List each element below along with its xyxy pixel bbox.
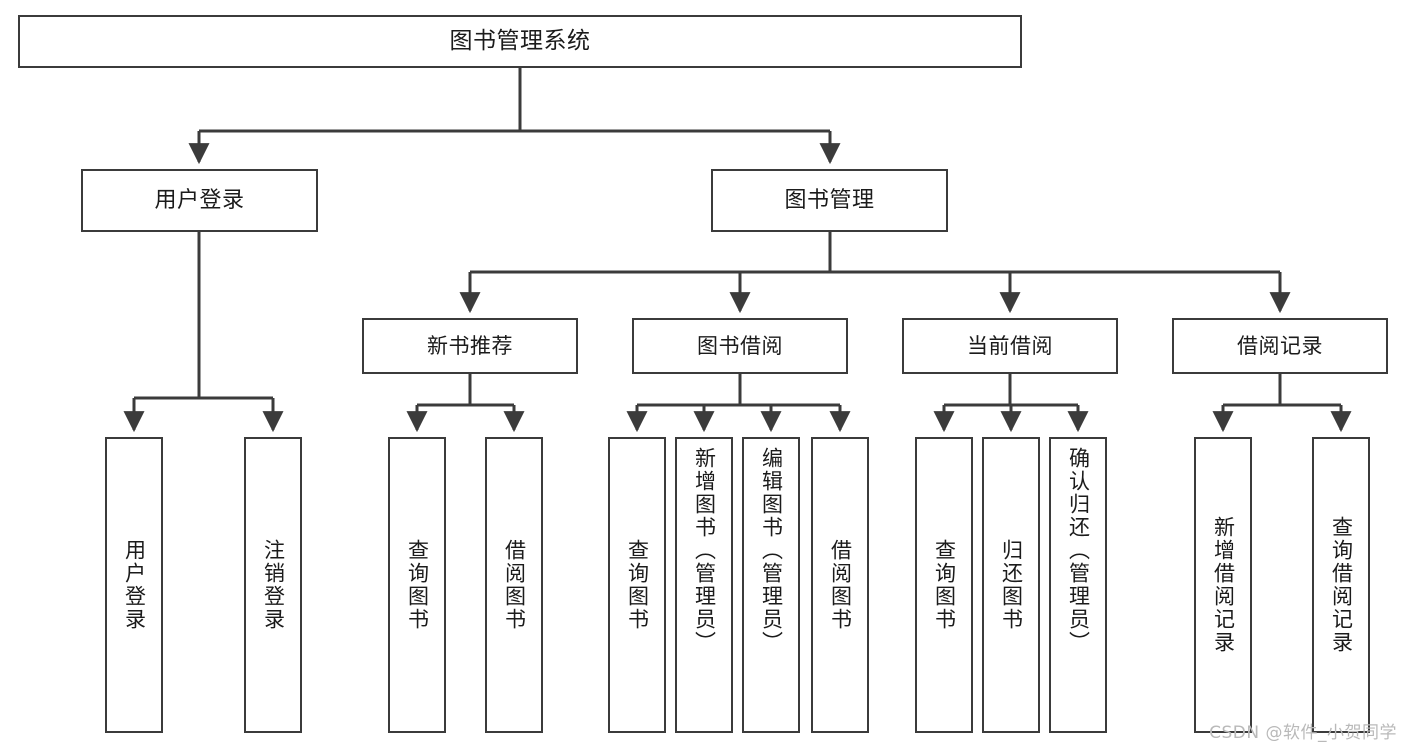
leaf-node-edit-book-admin[interactable]: 编辑图书（管理员） bbox=[742, 437, 800, 733]
leaf-node-add-book-admin[interactable]: 新增图书（管理员） bbox=[675, 437, 733, 733]
node-book-management[interactable]: 图书管理 bbox=[711, 169, 948, 232]
node-label: 查询借阅记录 bbox=[1329, 516, 1354, 654]
node-book-borrowing[interactable]: 图书借阅 bbox=[632, 318, 848, 374]
node-label: 借阅图书 bbox=[828, 539, 853, 631]
node-label: 借阅记录 bbox=[1237, 333, 1323, 358]
leaf-node-query-borrow-record[interactable]: 查询借阅记录 bbox=[1312, 437, 1370, 733]
node-label: 归还图书 bbox=[999, 539, 1024, 631]
node-label: 图书借阅 bbox=[697, 333, 783, 358]
node-new-book-recommendation[interactable]: 新书推荐 bbox=[362, 318, 578, 374]
node-user-login[interactable]: 用户登录 bbox=[81, 169, 318, 232]
node-label: 编辑图书（管理员） bbox=[759, 447, 784, 654]
node-label: 注销登录 bbox=[261, 539, 286, 631]
leaf-node-query-books-borrow[interactable]: 查询图书 bbox=[608, 437, 666, 733]
leaf-node-confirm-return-admin[interactable]: 确认归还（管理员） bbox=[1049, 437, 1107, 733]
leaf-node-borrow-books[interactable]: 借阅图书 bbox=[811, 437, 869, 733]
leaf-node-borrow-books-rec[interactable]: 借阅图书 bbox=[485, 437, 543, 733]
node-borrowing-record[interactable]: 借阅记录 bbox=[1172, 318, 1388, 374]
node-root-book-management-system[interactable]: 图书管理系统 bbox=[18, 15, 1022, 68]
node-label: 新增借阅记录 bbox=[1211, 516, 1236, 654]
leaf-node-add-borrow-record[interactable]: 新增借阅记录 bbox=[1194, 437, 1252, 733]
node-label: 查询图书 bbox=[932, 539, 957, 631]
node-label: 新书推荐 bbox=[427, 333, 513, 358]
leaf-node-query-books-current[interactable]: 查询图书 bbox=[915, 437, 973, 733]
node-label: 用户登录 bbox=[122, 539, 147, 631]
leaf-node-return-books[interactable]: 归还图书 bbox=[982, 437, 1040, 733]
node-label: 查询图书 bbox=[625, 539, 650, 631]
leaf-node-user-login[interactable]: 用户登录 bbox=[105, 437, 163, 733]
node-label: 当前借阅 bbox=[967, 333, 1053, 358]
leaf-node-query-books-rec[interactable]: 查询图书 bbox=[388, 437, 446, 733]
csdn-watermark: CSDN @软件_小贺同学 bbox=[1209, 723, 1397, 743]
leaf-node-logout[interactable]: 注销登录 bbox=[244, 437, 302, 733]
node-label: 借阅图书 bbox=[502, 539, 527, 631]
node-label: 图书管理 bbox=[784, 187, 875, 213]
node-label: 新增图书（管理员） bbox=[692, 447, 717, 654]
node-current-borrowing[interactable]: 当前借阅 bbox=[902, 318, 1118, 374]
node-label: 图书管理系统 bbox=[449, 28, 591, 55]
node-label: 确认归还（管理员） bbox=[1066, 447, 1091, 654]
node-label: 用户登录 bbox=[154, 187, 245, 213]
node-label: 查询图书 bbox=[405, 539, 430, 631]
